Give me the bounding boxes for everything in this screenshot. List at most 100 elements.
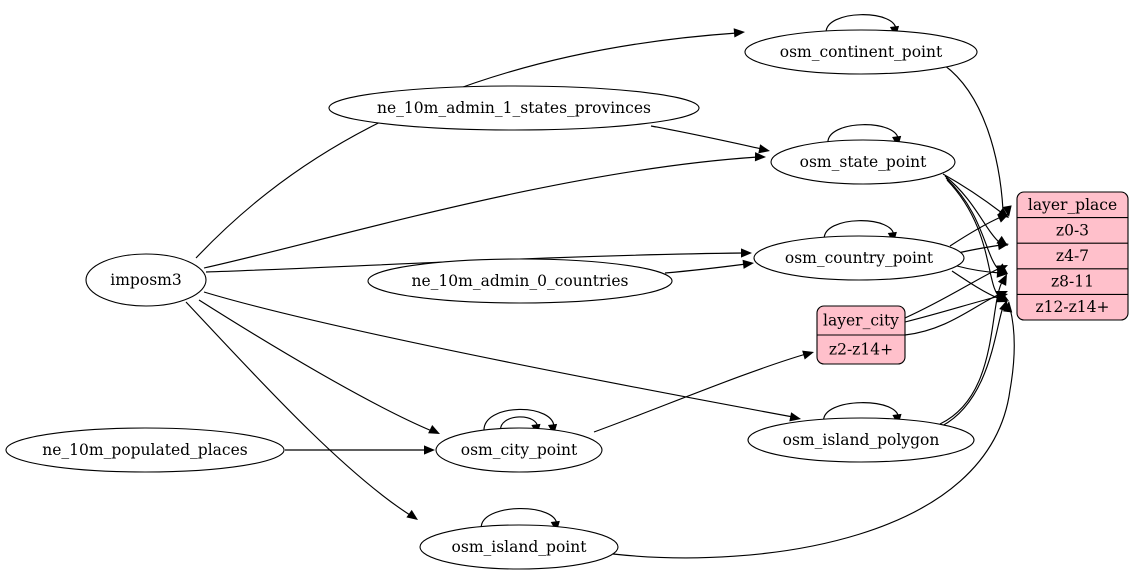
- node-label-osm_continent_point: osm_continent_point: [780, 43, 943, 61]
- self-loop-osm_state_point-line: [827, 124, 899, 145]
- node-osm_country_point: osm_country_point: [753, 235, 965, 281]
- node-label-osm_country_point: osm_country_point: [785, 249, 934, 267]
- nodes-layer: imposm3 ne_10m_admin_1_states_provincesne…: [5, 29, 978, 570]
- imposm3-to-osm_continent_point-arrow: [733, 28, 745, 38]
- record-node-layer_city: layer_city z2-z14+: [816, 305, 906, 365]
- node-ne_10m_admin_0_countries: ne_10m_admin_0_countries: [367, 258, 673, 304]
- node-ellipse-osm_island_polygon: [747, 417, 975, 463]
- osm_continent_point-to-layer_place-arrow: [1002, 205, 1012, 217]
- node-ellipse-osm_country_point: [753, 235, 965, 281]
- ne_10m_admin_1_states_provinces-to-osm_state_point-line: [650, 125, 763, 150]
- self-loop-osm_continent_point-line: [825, 14, 897, 35]
- osm_state_point-to-layer_place-line: [942, 173, 1003, 214]
- imposm3-to-osm_island_point: [185, 301, 418, 520]
- osm_country_point-to-layer_place-2-line: [957, 244, 1002, 254]
- node-label-imposm3: imposm3: [110, 271, 181, 289]
- self-loop-osm_city_point-outer-line: [483, 408, 555, 433]
- node-ellipse-osm_island_point: [419, 524, 619, 570]
- osm_continent_point-to-layer_place-line: [943, 64, 1004, 211]
- record-node-layer_place: layer_place z0-3 z4-7 z8-11 z12-z14+: [1016, 191, 1129, 321]
- node-label-ne_10m_admin_0_countries: ne_10m_admin_0_countries: [412, 272, 629, 290]
- node-ellipse-ne_10m_admin_0_countries: [367, 258, 673, 304]
- osm_island_polygon-to-layer_place-2-line: [939, 279, 1004, 425]
- osm_continent_point-to-layer_place: [943, 64, 1012, 217]
- node-label-osm_island_polygon: osm_island_polygon: [783, 431, 940, 449]
- imposm3-to-osm_island_polygon-arrow: [789, 412, 801, 422]
- osm_country_point-to-layer_place-3-line: [956, 265, 1001, 274]
- record-row-label: z4-7: [1056, 247, 1089, 265]
- imposm3-to-osm_city_point: [198, 299, 440, 434]
- node-ellipse-osm_state_point: [770, 139, 956, 185]
- node-label-ne_10m_admin_1_states_provinces: ne_10m_admin_1_states_provinces: [377, 99, 651, 117]
- ne_10m_admin_1_states_provinces-to-osm_state_point-arrow: [758, 144, 770, 154]
- node-label-ne_10m_populated_places: ne_10m_populated_places: [42, 441, 247, 459]
- layer_city-to-layer_place-2-arrow: [996, 265, 1008, 274]
- osm_city_point-to-layer_city-arrow: [802, 350, 814, 360]
- node-ellipse-ne_10m_admin_1_states_provinces: [328, 85, 700, 131]
- layer_city-to-layer_place: [904, 291, 1008, 323]
- layer_city-to-layer_place-2: [904, 265, 1008, 319]
- node-ne_10m_populated_places: ne_10m_populated_places: [5, 427, 285, 473]
- osm_island_point-to-layer_place-arrow: [1003, 301, 1013, 313]
- imposm3-to-osm_state_point-arrow: [754, 152, 766, 162]
- osm_city_point-to-layer_city-line: [593, 353, 807, 433]
- ne_10m_admin_0_countries-to-osm_country_point: [664, 259, 754, 274]
- self-loop-osm_island_point-line: [480, 507, 558, 530]
- node-label-osm_city_point: osm_city_point: [461, 441, 578, 459]
- imposm3-to-osm_island_polygon-line: [203, 291, 794, 418]
- osm_island_point-to-layer_place: [612, 301, 1015, 559]
- record-row-label: z0-3: [1056, 221, 1089, 239]
- node-osm_island_point: osm_island_point: [419, 524, 619, 570]
- layer_city-to-layer_place-line: [904, 295, 1001, 323]
- layer_city-to-layer_place-3-line: [904, 293, 1001, 336]
- imposm3-to-osm_continent_point-line: [195, 32, 738, 259]
- node-label-osm_island_point: osm_island_point: [452, 538, 588, 556]
- record-row-label: layer_place: [1028, 196, 1117, 214]
- ne_10m_populated_places-to-osm_city_point: [285, 445, 435, 455]
- node-ne_10m_admin_1_states_provinces: ne_10m_admin_1_states_provinces: [328, 85, 700, 131]
- layer_city-to-layer_place-2-line: [904, 267, 1001, 319]
- node-osm_continent_point: osm_continent_point: [744, 29, 978, 75]
- node-ellipse-ne_10m_populated_places: [5, 427, 285, 473]
- ne_10m_admin_0_countries-to-osm_country_point-arrow: [742, 259, 754, 269]
- imposm3-to-osm_island_polygon: [203, 291, 801, 422]
- node-osm_island_polygon: osm_island_polygon: [747, 417, 975, 463]
- osm_state_point-to-layer_place-3-line: [945, 177, 1001, 272]
- osm_island_polygon-to-layer_place: [941, 300, 1008, 427]
- ne_10m_populated_places-to-osm_city_point-arrow: [424, 445, 435, 455]
- imposm3-to-osm_city_point-line: [198, 299, 433, 432]
- record-row-label: z2-z14+: [829, 341, 893, 359]
- node-ellipse-osm_city_point: [435, 427, 603, 473]
- osm_country_point-to-layer_place-2-arrow: [997, 240, 1009, 251]
- osm_state_point-to-layer_place-4-line: [946, 179, 1002, 299]
- node-ellipse-imposm3: [85, 253, 207, 307]
- imposm3-to-osm_city_point-arrow: [428, 424, 440, 434]
- osm_island_polygon-to-layer_place-2-arrow: [997, 274, 1007, 286]
- records-layer: layer_place z0-3 z4-7 z8-11 z12-z14+ layer_ci…: [816, 191, 1129, 365]
- node-osm_state_point: osm_state_point: [770, 139, 956, 185]
- ne_10m_admin_0_countries-to-osm_country_point-line: [664, 263, 747, 274]
- imposm3-to-osm_continent_point: [195, 28, 745, 259]
- osm_city_point-to-layer_city: [593, 350, 814, 433]
- osm_country_point-to-layer_place-2: [957, 240, 1009, 254]
- node-ellipse-osm_continent_point: [744, 29, 978, 75]
- osm_country_point-to-layer_place-line: [949, 216, 1002, 247]
- node-osm_city_point: osm_city_point: [435, 427, 603, 473]
- node-label-osm_state_point: osm_state_point: [800, 153, 928, 171]
- record-box-layer_place: [1016, 191, 1129, 321]
- record-row-label: layer_city: [823, 312, 899, 330]
- ne_10m_admin_1_states_provinces-to-osm_state_point: [650, 125, 770, 154]
- imposm3-to-osm_island_point-line: [185, 301, 411, 516]
- record-row-label: z12-z14+: [1035, 298, 1109, 316]
- osm_island_point-to-layer_place-line: [612, 307, 1015, 559]
- record-row-label: z8-11: [1051, 273, 1094, 291]
- imposm3-to-osm_country_point-arrow: [741, 248, 752, 258]
- layer_city-to-layer_place-3-arrow: [996, 291, 1008, 300]
- self-loop-osm_country_point-line: [823, 220, 895, 241]
- node-imposm3: imposm3: [85, 253, 207, 307]
- self-loop-osm_island_polygon-line: [823, 402, 899, 423]
- osm_country_point-to-layer_place: [949, 214, 1009, 247]
- layer_city-to-layer_place-3: [904, 291, 1008, 336]
